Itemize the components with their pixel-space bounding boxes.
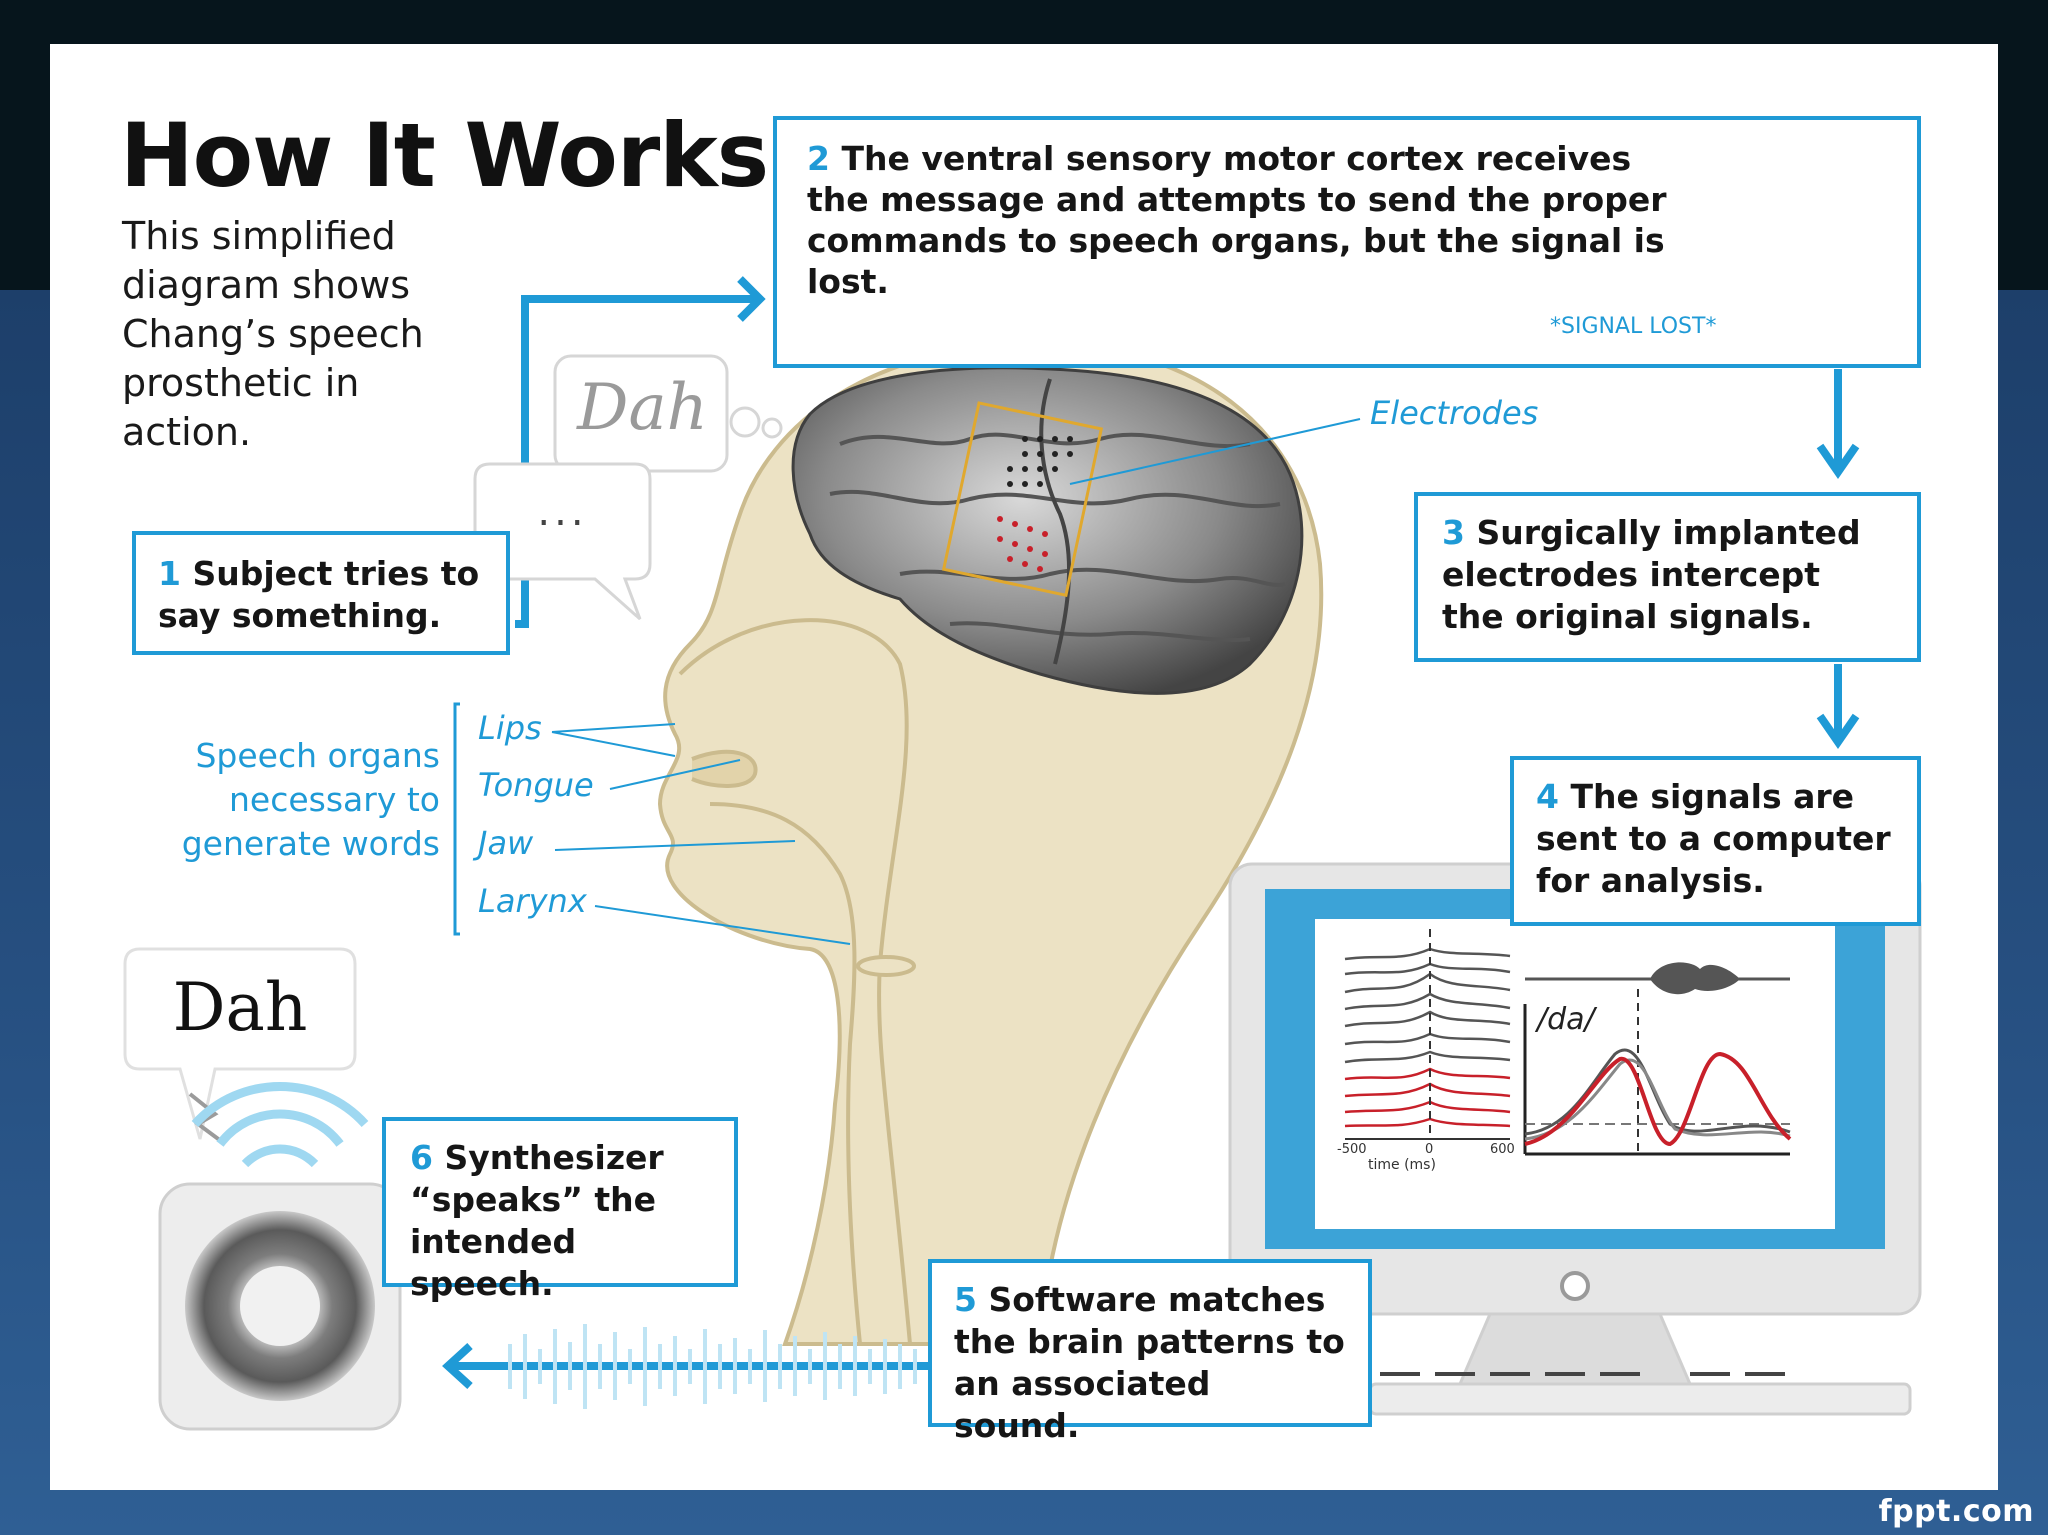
speaker-bubble — [123, 947, 357, 1146]
tongue-label: Tongue — [478, 766, 594, 804]
step-3-number: 3 — [1442, 513, 1465, 552]
thought-bubble — [553, 354, 783, 473]
syllable-label: /da/ — [1537, 1002, 1595, 1037]
step-2-number: 2 — [807, 139, 830, 178]
step-1-box: 1 Subject tries to say something. — [132, 531, 510, 655]
x-axis-label: time (ms) — [1368, 1157, 1436, 1173]
step-3-box: 3 Surgically implanted electrodes interc… — [1414, 492, 1921, 662]
x-tick-600: 600 — [1490, 1142, 1515, 1157]
step-1-text: Subject tries to say something. — [158, 554, 480, 635]
screen-response-plot — [1523, 962, 1792, 1156]
speech-bubble-dots: ... — [537, 489, 588, 535]
sound-wave — [508, 1324, 917, 1409]
speaker-bubble-text: Dah — [172, 969, 308, 1046]
flow-arrows — [442, 276, 1860, 1389]
intro-text: This simplified diagram shows Chang’s sp… — [122, 214, 424, 454]
screen-raster-plot — [1344, 929, 1511, 1140]
slide-canvas: How It Works This simplified diagram sho… — [50, 44, 1998, 1490]
step-4-text: The signals are sent to a computer for a… — [1536, 777, 1891, 900]
step-3-text: Surgically implanted electrodes intercep… — [1442, 513, 1861, 636]
larynx-label: Larynx — [478, 882, 587, 920]
step-1-number: 1 — [158, 554, 181, 593]
step-6-box: 6 Synthesizer “speaks” the intended spee… — [382, 1117, 738, 1303]
step-5-text: Software matches the brain patterns to a… — [954, 1280, 1345, 1445]
step-6-text: Synthesizer “speaks” the intended speech… — [410, 1138, 664, 1303]
thought-bubble-text: Dah — [577, 371, 708, 445]
step-2-box: 2 The ventral sensory motor cortex recei… — [773, 116, 1921, 368]
speaker-device — [158, 1082, 402, 1431]
step-5-box: 5 Software matches the brain patterns to… — [928, 1259, 1372, 1445]
electrodes-label: Electrodes — [1370, 394, 1539, 432]
speech-organ-pointers — [453, 702, 851, 945]
speech-organs-caption: Speech organs necessary to generate word… — [181, 736, 440, 863]
signal-lost-label: *SIGNAL LOST* — [1550, 314, 1717, 339]
brain-illustration — [791, 366, 1361, 695]
x-tick-neg500: -500 — [1337, 1142, 1367, 1157]
page-title: How It Works — [120, 104, 769, 207]
step-4-number: 4 — [1536, 777, 1559, 816]
step-6-number: 6 — [410, 1138, 433, 1177]
step-5-number: 5 — [954, 1280, 977, 1319]
fppt-brand: fppt.com — [1878, 1494, 2034, 1529]
lips-label: Lips — [478, 709, 542, 747]
x-tick-0: 0 — [1425, 1142, 1434, 1157]
speech-bubble-small — [473, 462, 652, 621]
jaw-label: Jaw — [478, 824, 534, 862]
step-2-text: The ventral sensory motor cortex receive… — [807, 139, 1667, 301]
step-4-box: 4 The signals are sent to a computer for… — [1510, 756, 1921, 926]
diagram-graphics — [123, 142, 1922, 1431]
